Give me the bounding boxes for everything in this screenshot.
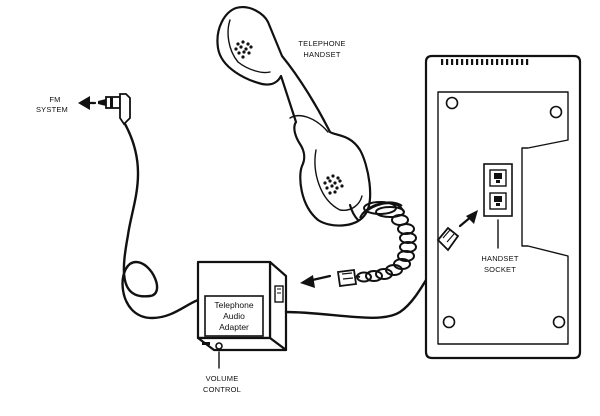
telephone-handset-label-line2: HANDSET <box>303 50 340 59</box>
telephone-base <box>424 54 582 360</box>
vent-slots <box>441 59 529 65</box>
coiled-cord <box>356 201 417 283</box>
adapter-label-line2: Audio <box>223 311 245 321</box>
mouthpiece-grille-icon <box>323 174 344 195</box>
handset-plug-icon <box>336 268 361 288</box>
fm-system-label-line2: SYSTEM <box>36 105 68 114</box>
telephone-audio-adapter <box>196 260 288 352</box>
base-plug-icon <box>436 226 460 252</box>
socket-arrow-icon <box>458 210 478 228</box>
adapter-label-line1: Telephone <box>214 300 254 310</box>
fm-cable <box>121 122 200 320</box>
handset-socket-label-line2: SOCKET <box>484 265 516 274</box>
audio-jack-icon <box>98 93 131 126</box>
earpiece-grille-icon <box>234 40 253 59</box>
adapter-label-line3: Adapter <box>219 322 249 332</box>
volume-knob-icon <box>202 342 223 350</box>
handset-socket-label-line1: HANDSET <box>481 254 518 263</box>
fm-system-label-line1: FM <box>49 95 60 104</box>
telephone-handset <box>216 6 372 227</box>
handset-plug-arrow-icon <box>300 274 332 288</box>
telephone-handset-label-line1: TELEPHONE <box>298 39 345 48</box>
volume-control-label-line1: VOLUME <box>206 374 239 383</box>
fm-arrow-icon <box>78 96 97 110</box>
volume-control-label-line2: CONTROL <box>203 385 241 394</box>
